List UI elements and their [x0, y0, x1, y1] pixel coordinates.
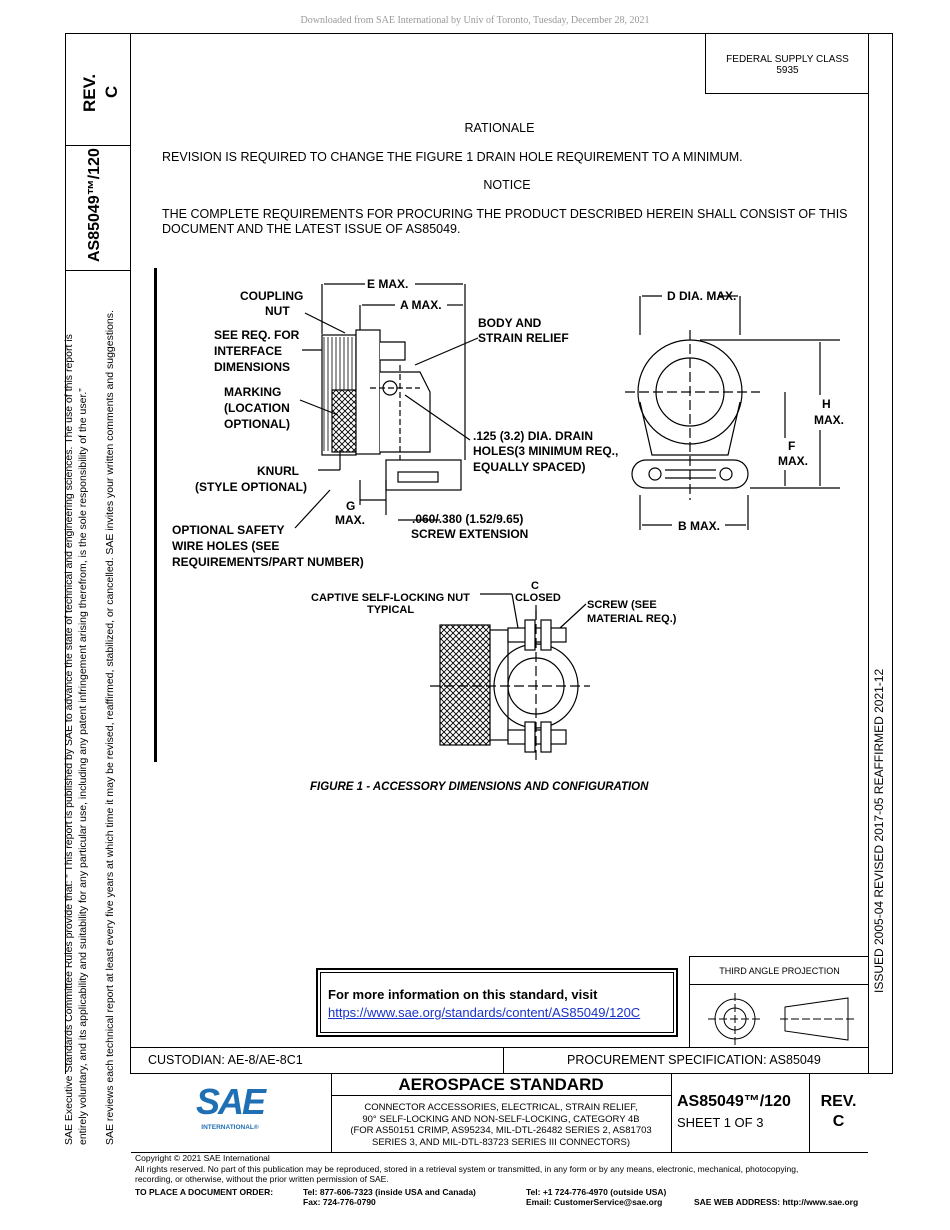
footer: Copyright © 2021 SAE International All r… — [135, 1153, 895, 1185]
title-rev-letter: C — [832, 1113, 845, 1130]
label-f-1: F — [788, 439, 795, 453]
label-d-dia: D DIA. MAX. — [667, 289, 736, 303]
label-screw-1: SCREW (SEE — [587, 599, 657, 611]
notice-heading: NOTICE — [483, 178, 531, 192]
label-a-max: A MAX. — [400, 298, 442, 312]
frame-right-border — [892, 33, 893, 1074]
more-info-box: For more information on this standard, v… — [316, 968, 678, 1037]
side-rev-label: REV. — [80, 73, 99, 112]
figure-caption: FIGURE 1 - ACCESSORY DIMENSIONS AND CONF… — [310, 781, 649, 793]
label-marking-2: (LOCATION — [224, 401, 290, 415]
disclaimer-line2: entirely voluntary, and its applicabilit… — [77, 388, 89, 1145]
label-b-max: B MAX. — [678, 519, 720, 533]
rationale-heading: RATIONALE — [464, 121, 535, 135]
frame-right-inner — [868, 33, 869, 1074]
label-e-max: E MAX. — [367, 277, 408, 291]
footer-web: SAE WEB ADDRESS: http://www.sae.org — [694, 1197, 859, 1207]
label-body-1: BODY AND — [478, 316, 542, 330]
title-desc-2: 90° SELF-LOCKING AND NON-SELF-LOCKING, C… — [362, 1113, 640, 1125]
frame-top-border — [65, 33, 893, 34]
disclaimer-line3: SAE reviews each technical report at lea… — [104, 310, 116, 1145]
footer-email: Email: CustomerService@sae.org — [526, 1197, 663, 1207]
more-info-text: For more information on this standard, v… — [328, 987, 598, 1002]
label-captive-2: TYPICAL — [367, 604, 414, 616]
title-block: SAE INTERNATIONAL® AEROSPACE STANDARD CO… — [131, 1074, 868, 1153]
title-description: CONNECTOR ACCESSORIES, ELECTRICAL, STRAI… — [331, 1102, 671, 1148]
disclaimer-line1: SAE Executive Standards Committee Rules … — [63, 334, 75, 1145]
title-rev-label: REV. — [820, 1093, 857, 1110]
label-coupling-1: COUPLING — [240, 289, 303, 303]
label-safety-2: WIRE HOLES (SEE — [172, 539, 279, 553]
projection-box: THIRD ANGLE PROJECTION — [689, 956, 869, 1048]
label-captive-1: CAPTIVE SELF-LOCKING NUT — [311, 592, 470, 604]
side-box-divider-1 — [65, 145, 130, 146]
notice-text: THE COMPLETE REQUIREMENTS FOR PROCURING … — [162, 207, 848, 236]
sheet-number: SHEET 1 OF 3 — [677, 1115, 764, 1130]
federal-supply-line1: FEDERAL SUPPLY CLASS — [726, 54, 849, 65]
federal-supply-line2: 5935 — [776, 65, 799, 76]
projection-symbol — [708, 993, 855, 1045]
side-rev-letter: C — [102, 85, 121, 98]
label-see-req-3: DIMENSIONS — [214, 360, 290, 374]
title-desc-4: SERIES 3, AND MIL-DTL-83723 SERIES III C… — [372, 1136, 630, 1148]
footer-tel-outside: Tel: +1 724-776-4970 (outside USA) — [526, 1187, 667, 1197]
federal-supply-box: FEDERAL SUPPLY CLASS 5935 — [705, 33, 869, 94]
label-h-2: MAX. — [814, 413, 844, 427]
label-drain-2: HOLES(3 MINIMUM REQ., — [473, 444, 618, 458]
label-drain-1: .125 (3.2) DIA. DRAIN — [473, 429, 593, 443]
label-screw-ext-2: SCREW EXTENSION — [411, 527, 528, 541]
label-see-req-1: SEE REQ. FOR — [214, 328, 300, 342]
sae-logo: SAE — [195, 1081, 266, 1122]
download-notice: Downloaded from SAE International by Uni… — [300, 15, 650, 26]
issue-dates: ISSUED 2005-04 REVISED 2017-05 REAFFIRME… — [872, 668, 886, 993]
footer-copyright: Copyright © 2021 SAE International — [135, 1153, 270, 1163]
title-desc-3: (FOR AS50151 CRIMP, AS95234, MIL-DTL-264… — [350, 1125, 652, 1136]
knurl-shape — [331, 389, 359, 453]
label-c-2: CLOSED — [515, 592, 561, 604]
title-desc-1: CONNECTOR ACCESSORIES, ELECTRICAL, STRAI… — [364, 1102, 638, 1113]
label-f-2: MAX. — [778, 454, 808, 468]
revision-bar — [154, 268, 157, 762]
figure-1-drawing: COUPLING NUT E MAX. A MAX. SEE REQ. FOR … — [172, 277, 844, 760]
footer-tel-usa: Tel: 877-606-7323 (inside USA and Canada… — [303, 1187, 476, 1197]
label-marking-3: OPTIONAL) — [224, 417, 290, 431]
label-safety-3: REQUIREMENTS/PART NUMBER) — [172, 555, 364, 569]
label-knurl-1: KNURL — [257, 464, 299, 478]
label-safety-1: OPTIONAL SAFETY — [172, 523, 284, 537]
aerospace-standard-heading: AEROSPACE STANDARD — [398, 1075, 604, 1094]
label-marking-1: MARKING — [224, 385, 281, 399]
doc-number: AS85049™/120 — [677, 1093, 791, 1110]
frame-left-border — [65, 33, 66, 1074]
label-body-2: STRAIN RELIEF — [478, 331, 569, 345]
more-info-link[interactable]: https://www.sae.org/standards/content/AS… — [328, 1005, 641, 1020]
footer-order-label: TO PLACE A DOCUMENT ORDER: — [135, 1187, 274, 1197]
label-drain-3: EQUALLY SPACED) — [473, 460, 585, 474]
sae-logo-sub: INTERNATIONAL® — [201, 1124, 259, 1131]
side-box-divider-2 — [65, 270, 130, 271]
label-screw-ext-1: .060/.380 (1.52/9.65) — [412, 512, 523, 526]
frame-left-inner — [130, 33, 131, 1074]
label-h-1: H — [822, 397, 831, 411]
footer-rights-2: recording, or otherwise, without the pri… — [135, 1174, 389, 1184]
label-g-2: MAX. — [335, 513, 365, 527]
label-see-req-2: INTERFACE — [214, 344, 282, 358]
label-screw-2: MATERIAL REQ.) — [587, 613, 677, 625]
custodian: CUSTODIAN: AE-8/AE-8C1 — [148, 1053, 303, 1067]
footer-rights-1: All rights reserved. No part of this pub… — [135, 1163, 799, 1174]
label-g-1: G — [346, 499, 355, 513]
side-doc-id: AS85049™/120 — [86, 148, 103, 262]
procurement-spec: PROCUREMENT SPECIFICATION: AS85049 — [567, 1053, 821, 1067]
rationale-text: REVISION IS REQUIRED TO CHANGE THE FIGUR… — [162, 150, 743, 164]
projection-label: THIRD ANGLE PROJECTION — [719, 966, 840, 976]
label-knurl-2: (STYLE OPTIONAL) — [195, 480, 307, 494]
footer-fax: Fax: 724-776-0790 — [303, 1197, 376, 1207]
label-c-1: C — [531, 580, 539, 592]
label-coupling-2: NUT — [265, 304, 290, 318]
